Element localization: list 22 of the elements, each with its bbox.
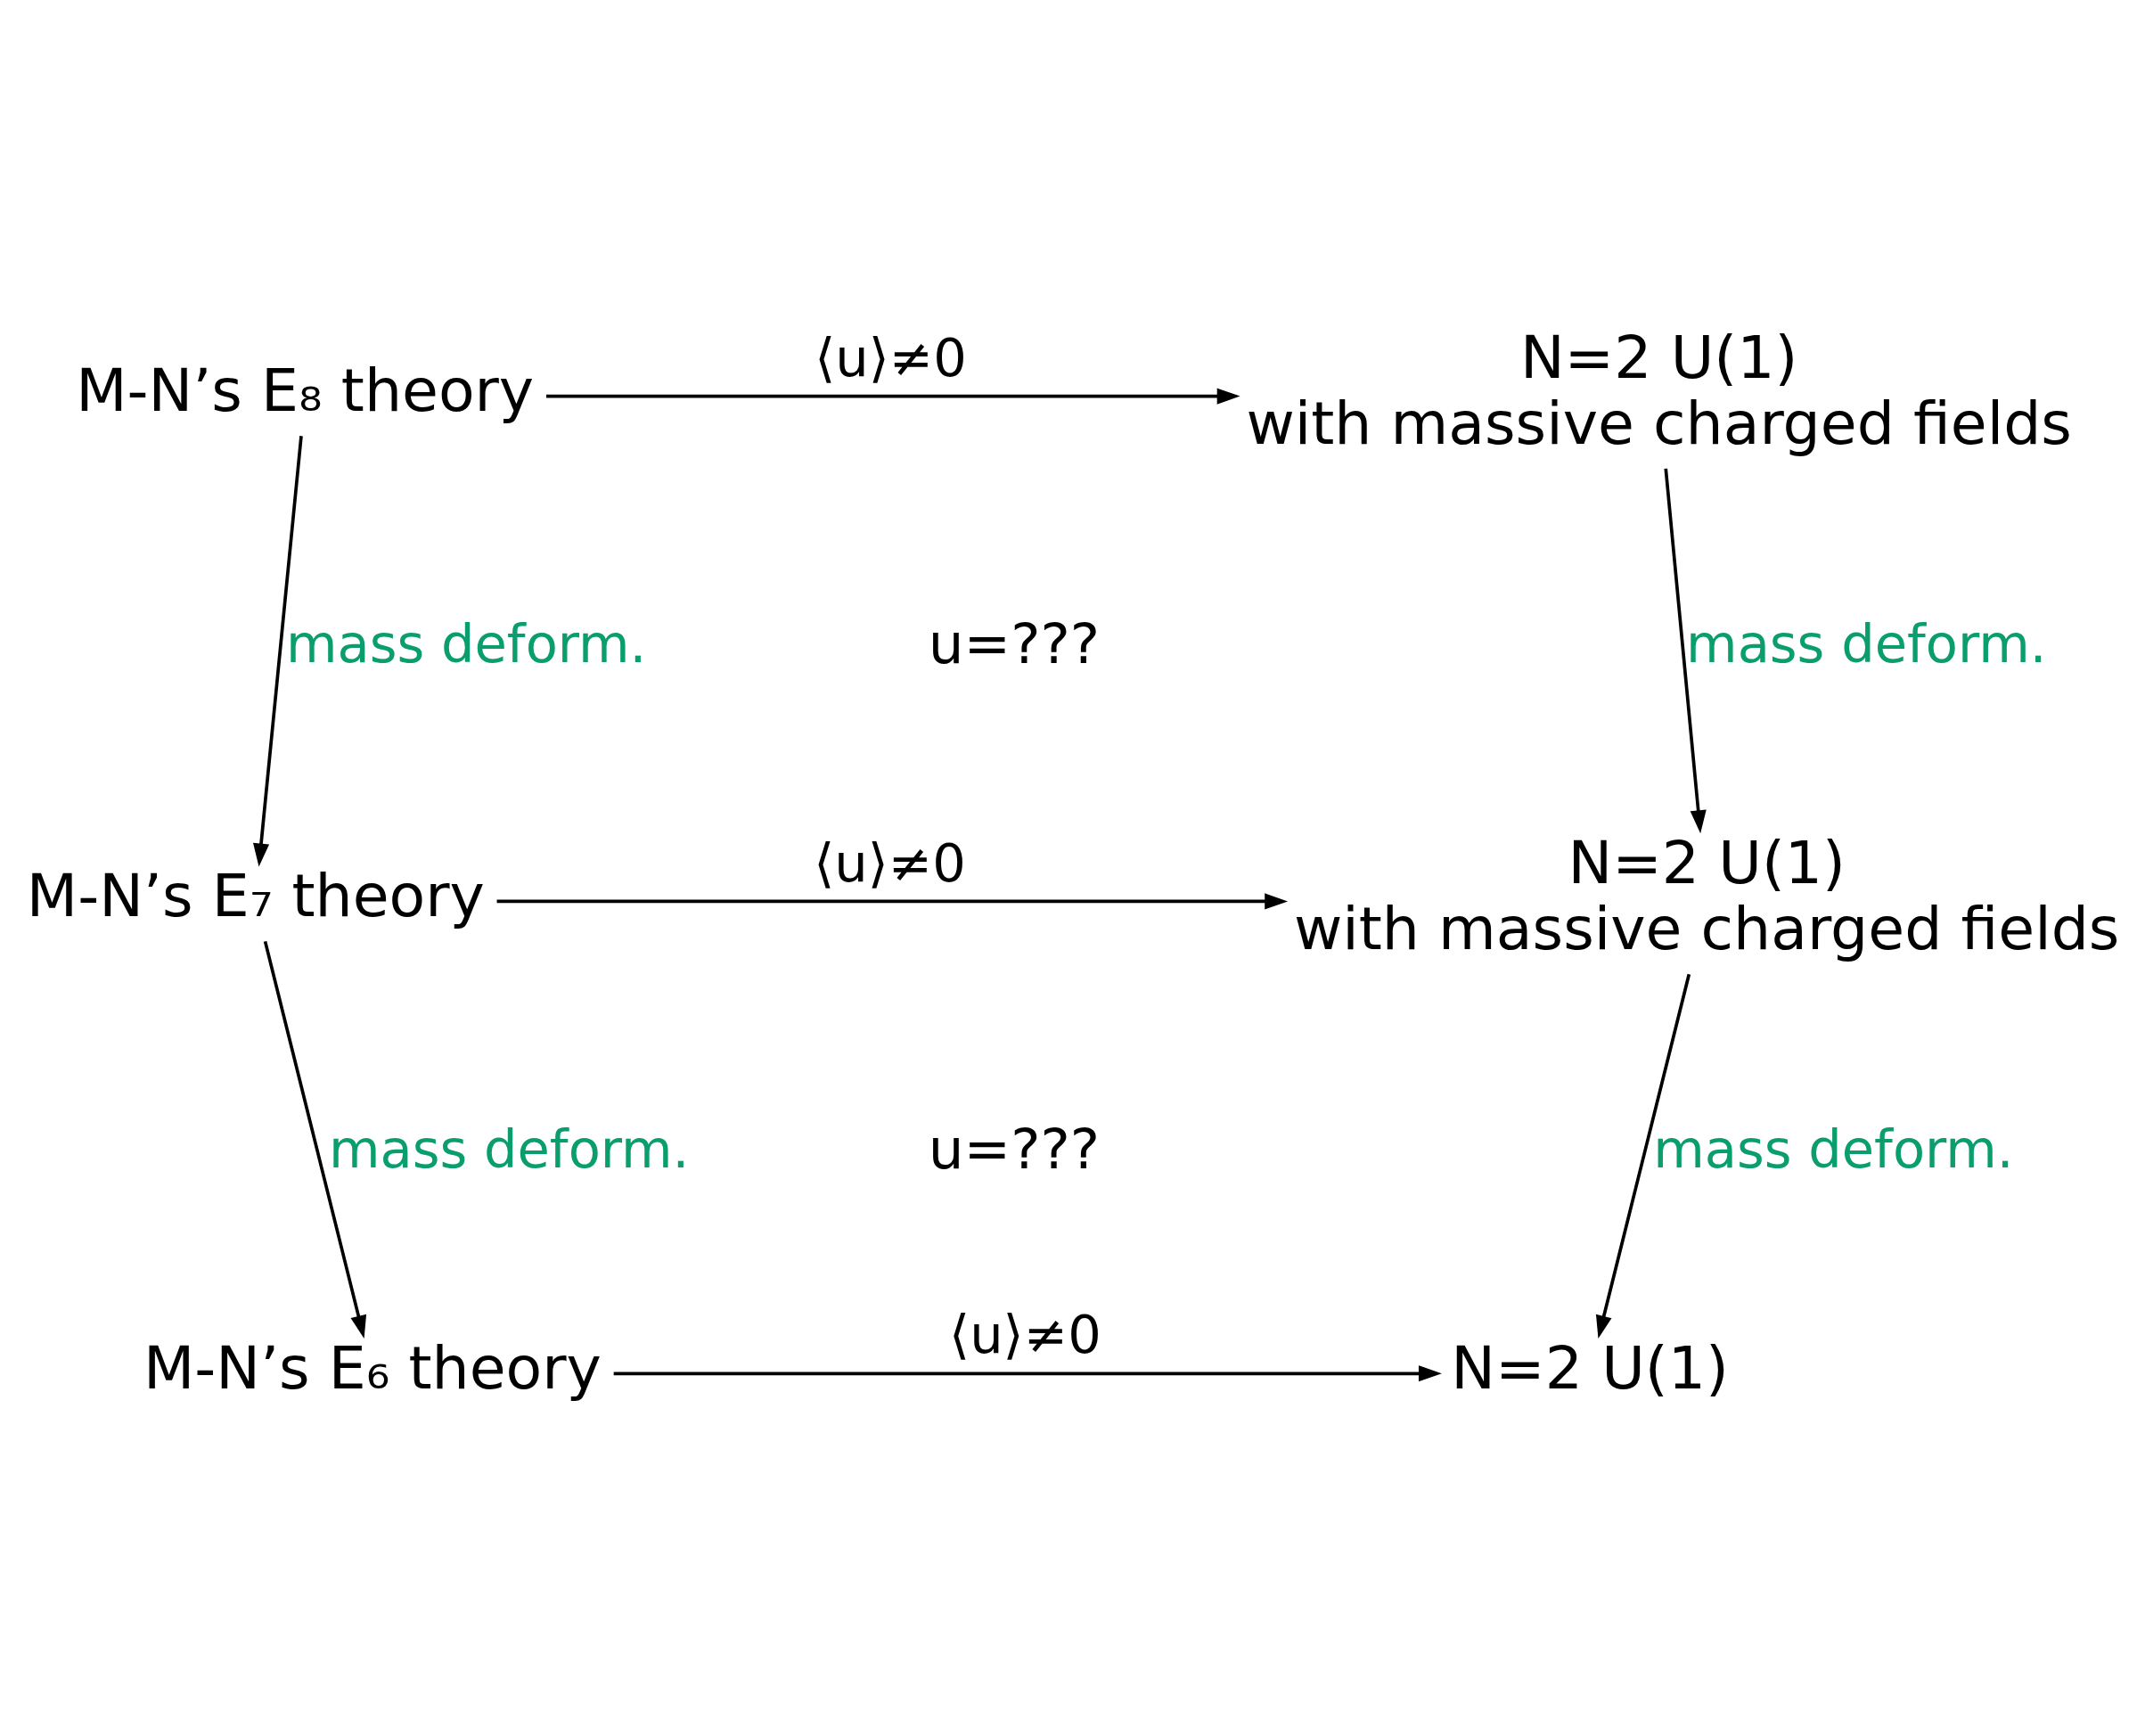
edge-label: mass deform. (328, 1118, 690, 1180)
edge-label: ⟨u⟩≠0 (815, 326, 967, 389)
arrow (1664, 468, 1707, 833)
label: u=??? (928, 610, 1101, 676)
label: u=??? (928, 1116, 1101, 1182)
arrow (546, 388, 1240, 405)
node-text: N=2 U(1) with massive charged fields (1293, 827, 2120, 963)
arrow (496, 892, 1289, 909)
edge-label: mass deform. (1686, 612, 2047, 675)
arrow (253, 435, 303, 866)
arrow (613, 1364, 1442, 1381)
edge-label: ⟨u⟩≠0 (949, 1303, 1101, 1365)
node-text: N=2 U(1) with massive charged fields (1246, 322, 2072, 458)
arrow (263, 940, 367, 1339)
node-text: N=2 U(1) (1451, 1332, 1729, 1403)
arrow (1595, 973, 1691, 1339)
node-text: M-N’s E₆ theory (143, 1332, 602, 1403)
edge-label: ⟨u⟩≠0 (814, 831, 966, 894)
node-text: M-N’s E₇ theory (26, 860, 485, 930)
edge-label: mass deform. (1653, 1118, 2014, 1180)
edge-label: mass deform. (285, 612, 647, 675)
node-text: M-N’s E₈ theory (76, 355, 535, 425)
